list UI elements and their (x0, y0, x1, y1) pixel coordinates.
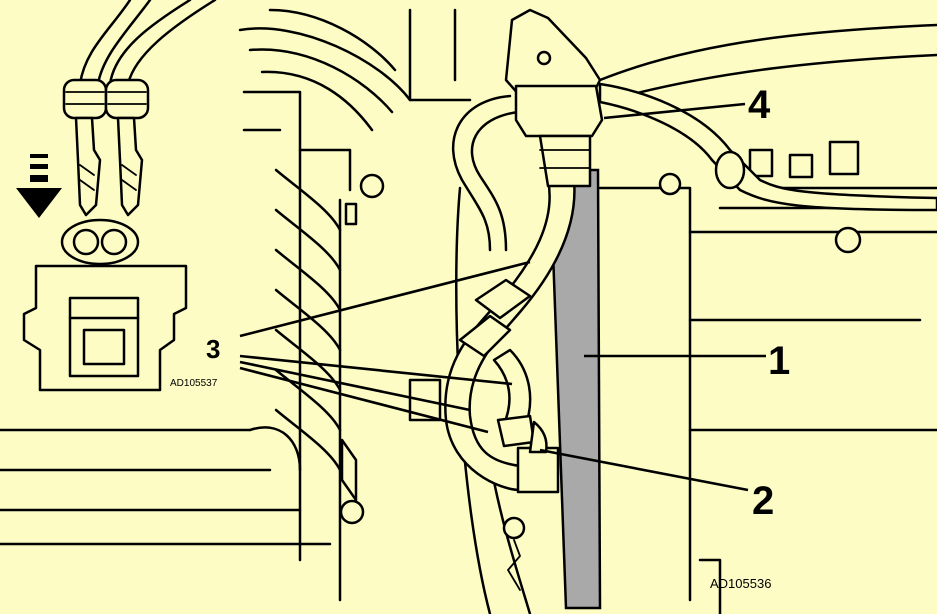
callout-1: 1 (768, 339, 790, 383)
sensor-4 (504, 8, 604, 188)
callout-3: 3 (206, 334, 220, 364)
down-arrow-icon (16, 154, 62, 218)
connector-inset: AD105537 (16, 0, 218, 392)
leader-lines (239, 102, 766, 492)
vacuum-pipe (451, 82, 937, 252)
drawing-code: AD105536 (710, 576, 771, 591)
inset-code: AD105537 (170, 378, 218, 389)
callout-4: 4 (748, 83, 771, 127)
intake-manifold (0, 8, 412, 602)
wiring-harness (444, 178, 576, 494)
callout-2: 2 (752, 479, 774, 523)
